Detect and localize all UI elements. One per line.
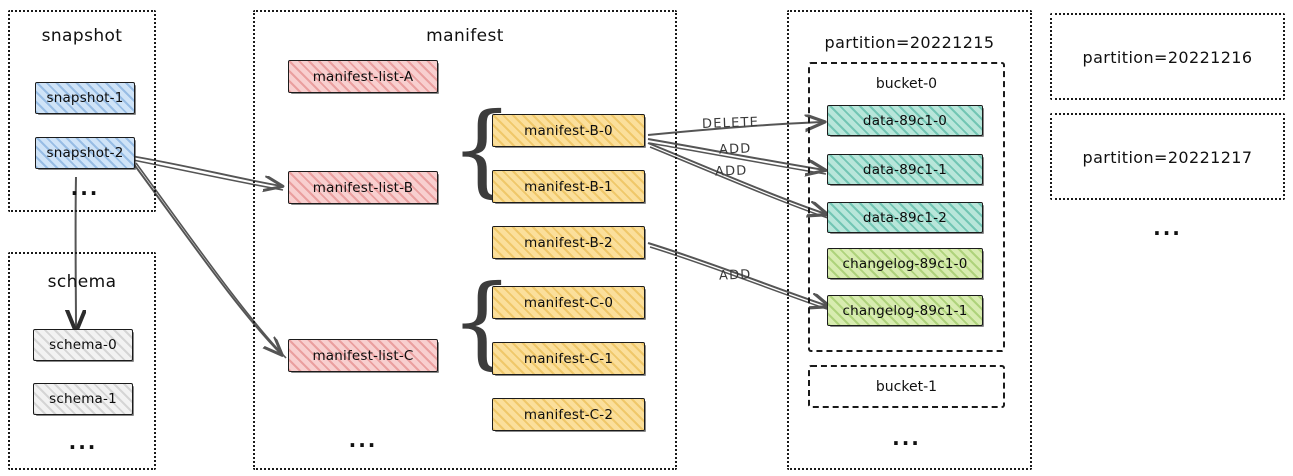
- node-manifest-c-1[interactable]: manifest-C-1: [492, 342, 645, 375]
- node-schema-1[interactable]: schema-1: [33, 383, 133, 415]
- node-manifest-list-a[interactable]: manifest-list-A: [288, 60, 438, 93]
- group-snapshot-title: snapshot: [41, 26, 123, 46]
- node-changelog-89c1-1-label: changelog-89c1-1: [842, 302, 968, 319]
- group-manifest: manifest: [253, 10, 677, 470]
- node-manifest-c-0[interactable]: manifest-C-0: [492, 286, 645, 319]
- node-schema-0-label: schema-0: [49, 337, 117, 353]
- node-data-89c1-0[interactable]: data-89c1-0: [827, 105, 983, 136]
- bucket-0-box: bucket-0: [808, 62, 1005, 352]
- group-partition-20221217-title: partition=20221217: [1082, 148, 1253, 167]
- node-changelog-89c1-0-label: changelog-89c1-0: [842, 255, 968, 272]
- group-partition-20221216: partition=20221216: [1050, 13, 1285, 100]
- node-manifest-b-0-label: manifest-B-0: [524, 122, 613, 139]
- node-data-89c1-1[interactable]: data-89c1-1: [827, 154, 983, 185]
- group-partition-20221215: partition=20221215: [787, 10, 1032, 470]
- node-manifest-b-2-label: manifest-B-2: [524, 234, 613, 251]
- edge-label-add-1: ADD: [718, 141, 752, 158]
- node-changelog-89c1-1[interactable]: changelog-89c1-1: [827, 295, 983, 326]
- bucket-1-title: bucket-1: [875, 379, 938, 395]
- node-manifest-list-c-label: manifest-list-C: [312, 347, 414, 364]
- node-manifest-c-2[interactable]: manifest-C-2: [492, 398, 645, 431]
- node-data-89c1-1-label: data-89c1-1: [862, 161, 948, 178]
- bucket-ellipsis: ...: [892, 426, 921, 450]
- group-partition-20221217: partition=20221217: [1050, 113, 1285, 200]
- node-manifest-c-2-label: manifest-C-2: [523, 406, 614, 423]
- node-snapshot-2[interactable]: snapshot-2: [35, 137, 135, 169]
- partition-right-ellipsis: ...: [1153, 216, 1182, 240]
- node-snapshot-1[interactable]: snapshot-1: [35, 82, 135, 114]
- group-partition-20221216-title: partition=20221216: [1082, 48, 1253, 67]
- node-manifest-c-0-label: manifest-C-0: [523, 294, 614, 311]
- node-manifest-b-2[interactable]: manifest-B-2: [492, 226, 645, 259]
- snapshot-ellipsis: ...: [70, 176, 100, 200]
- node-data-89c1-2[interactable]: data-89c1-2: [827, 202, 983, 233]
- node-manifest-b-1-label: manifest-B-1: [524, 178, 613, 195]
- group-schema-title: schema: [47, 272, 117, 292]
- schema-ellipsis: ...: [68, 430, 98, 454]
- node-schema-0[interactable]: schema-0: [33, 329, 133, 361]
- node-data-89c1-2-label: data-89c1-2: [862, 209, 948, 226]
- node-snapshot-2-label: snapshot-2: [46, 145, 124, 161]
- node-snapshot-1-label: snapshot-1: [46, 90, 124, 106]
- edge-label-add-3: ADD: [718, 267, 752, 284]
- node-manifest-b-1[interactable]: manifest-B-1: [492, 170, 645, 203]
- node-manifest-list-b[interactable]: manifest-list-B: [288, 171, 438, 204]
- bucket-1-box: bucket-1: [808, 365, 1005, 408]
- group-manifest-title: manifest: [426, 26, 504, 46]
- node-manifest-list-b-label: manifest-list-B: [312, 179, 414, 196]
- node-manifest-list-a-label: manifest-list-A: [312, 68, 414, 85]
- edge-label-add-2: ADD: [714, 163, 748, 180]
- node-manifest-c-1-label: manifest-C-1: [523, 350, 614, 367]
- node-data-89c1-0-label: data-89c1-0: [862, 112, 948, 129]
- edge-label-delete: DELETE: [701, 115, 760, 132]
- bucket-0-title: bucket-0: [875, 76, 938, 92]
- manifest-ellipsis: ...: [348, 428, 378, 452]
- group-schema: schema: [8, 252, 156, 470]
- node-manifest-b-0[interactable]: manifest-B-0: [492, 114, 645, 147]
- node-schema-1-label: schema-1: [49, 391, 117, 407]
- group-snapshot: snapshot: [8, 10, 156, 212]
- node-changelog-89c1-0[interactable]: changelog-89c1-0: [827, 248, 983, 279]
- group-partition-20221215-title: partition=20221215: [824, 33, 995, 52]
- node-manifest-list-c[interactable]: manifest-list-C: [288, 339, 438, 372]
